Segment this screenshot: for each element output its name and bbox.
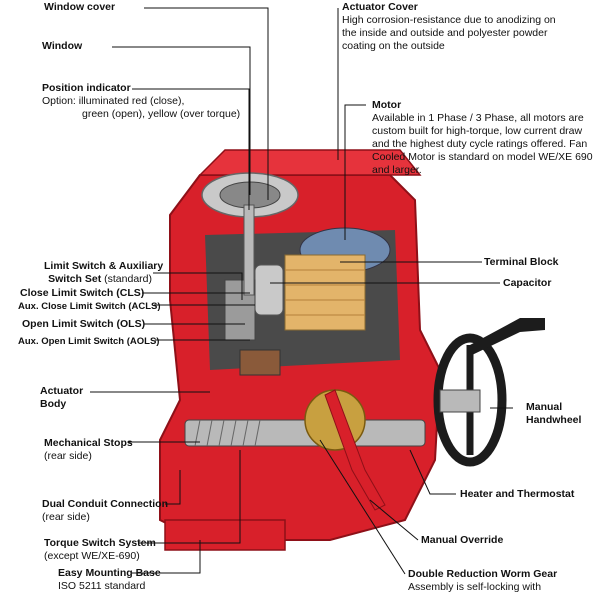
label-aux-open-limit: Aux. Open Limit Switch (AOLS) xyxy=(18,336,160,347)
label-window-cover: Window cover xyxy=(44,1,116,13)
label-dual-conduit: Dual Conduit Connection (rear side) xyxy=(42,498,168,523)
terminal-block-shape xyxy=(284,254,366,331)
label-mounting-base: Easy Mounting Base ISO 5211 standard xyxy=(58,567,161,592)
label-mechanical-stops: Mechanical Stops (rear side) xyxy=(44,437,133,462)
handwheel-hub xyxy=(439,389,481,413)
label-actuator-body: Actuator Body xyxy=(40,385,84,410)
label-open-limit: Open Limit Switch (OLS) xyxy=(22,318,146,330)
label-capacitor: Capacitor xyxy=(503,277,552,289)
label-actuator-cover: Actuator Cover High corrosion-resistance… xyxy=(342,1,556,52)
limit-switch-shape xyxy=(239,349,281,376)
handwheel-shape xyxy=(433,333,507,467)
worm-thread xyxy=(194,419,261,447)
label-motor: Motor Available in 1 Phase / 3 Phase, al… xyxy=(372,99,593,176)
handwheel-handle xyxy=(470,318,545,355)
position-indicator-shaft xyxy=(243,204,255,296)
label-manual-handwheel: Manual Handwheel xyxy=(526,401,582,426)
label-aux-close-limit: Aux. Close Limit Switch (ACLS) xyxy=(18,301,161,312)
label-torque-switch: Torque Switch System (except WE/XE-690) xyxy=(44,537,156,562)
leader-lines xyxy=(90,7,513,575)
label-close-limit: Close Limit Switch (CLS) xyxy=(20,287,145,299)
label-limit-switch: Limit Switch & Auxiliary Switch Set (sta… xyxy=(44,260,164,285)
label-window: Window xyxy=(42,40,83,52)
label-worm-gear: Double Reduction Worm Gear Assembly is s… xyxy=(408,568,558,593)
mounting-base-shape xyxy=(164,519,286,551)
label-heater-thermostat: Heater and Thermostat xyxy=(460,488,575,500)
label-manual-override: Manual Override xyxy=(421,534,504,546)
terminal-block-stripes xyxy=(285,269,365,316)
manual-override-lever xyxy=(324,389,386,511)
label-position-indicator: Position indicator Option: illuminated r… xyxy=(42,82,241,120)
capacitor-shape xyxy=(254,264,284,316)
actuator-cover-shape xyxy=(198,149,422,176)
label-terminal-block: Terminal Block xyxy=(484,256,559,268)
